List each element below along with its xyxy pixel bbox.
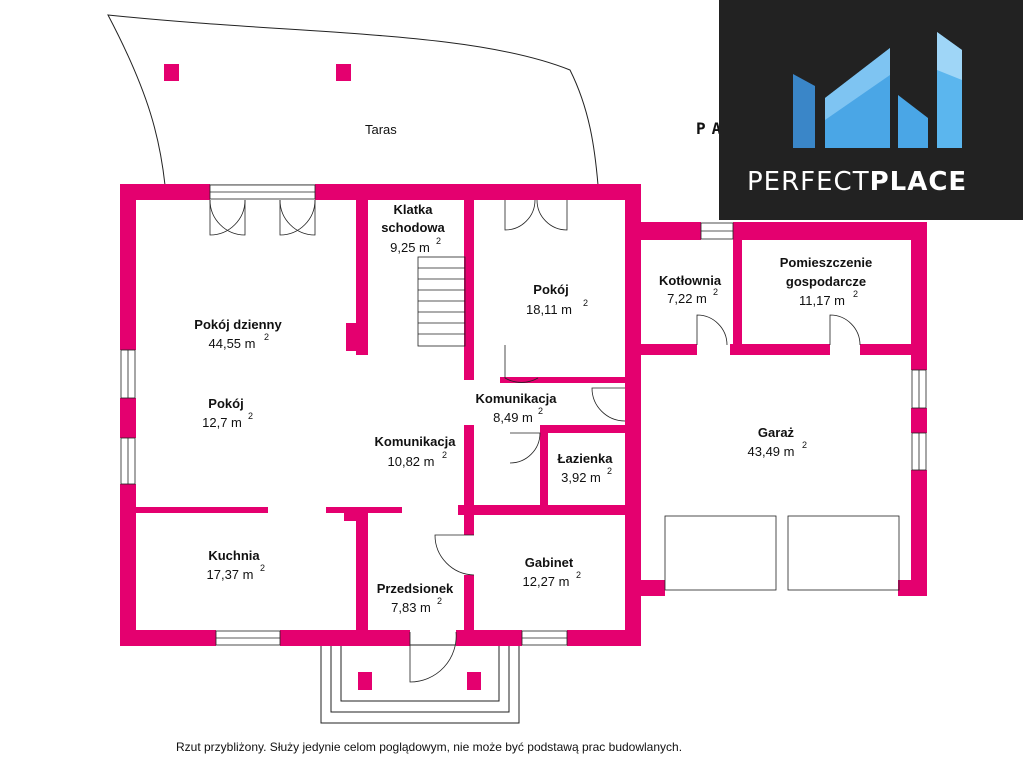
- door-swing-icon: [696, 314, 728, 346]
- door-swing-icon: [509, 432, 541, 464]
- stairs-icon: [417, 256, 466, 347]
- room-area-komunikacja-1: 8,49 m: [493, 410, 533, 425]
- garage-door: [664, 515, 777, 591]
- room-area-dzienny: 44,55 m: [209, 336, 256, 351]
- room-name-komunikacja-1: Komunikacja: [476, 391, 558, 406]
- svg-text:2: 2: [442, 450, 447, 460]
- room-area-pokoj-lewy: 12,7 m: [202, 415, 242, 430]
- door-swing-icon: [434, 534, 475, 576]
- svg-text:2: 2: [260, 563, 265, 573]
- windows: [120, 184, 927, 646]
- svg-text:2: 2: [802, 440, 807, 450]
- disclaimer-text: Rzut przybliżony. Służy jedynie celom po…: [176, 740, 682, 754]
- walls: [120, 184, 927, 646]
- brand-logo: PERFECTPLACE: [719, 0, 1023, 220]
- room-name-lazienka: Łazienka: [558, 451, 614, 466]
- door-swing-icon: [591, 387, 626, 422]
- room-name-garaz: Garaż: [758, 425, 795, 440]
- terrace-label: Taras: [365, 122, 397, 137]
- brand-name-bold: PLACE: [870, 167, 968, 197]
- terrace-pillar: [336, 64, 351, 81]
- room-area-garaz: 43,49 m: [748, 444, 795, 459]
- room-area-lazienka: 3,92 m: [561, 470, 601, 485]
- svg-text:PERFECTPLACE: PERFECTPLACE: [747, 167, 967, 197]
- svg-text:2: 2: [607, 466, 612, 476]
- entrance-steps: [320, 644, 520, 724]
- door-swing-icon: [279, 199, 316, 236]
- svg-text:2: 2: [264, 332, 269, 342]
- room-name-kuchnia: Kuchnia: [208, 548, 260, 563]
- terrace-pillar: [164, 64, 179, 81]
- room-area-przedsionek: 7,83 m: [391, 600, 431, 615]
- door-swing-icon: [504, 199, 536, 231]
- room-name-pokoj-lewy: Pokój: [208, 396, 243, 411]
- svg-text:2: 2: [437, 596, 442, 606]
- room-name-gabinet: Gabinet: [525, 555, 574, 570]
- room-area-klatka: 9,25 m: [390, 240, 430, 255]
- door-swing-icon: [209, 199, 246, 236]
- room-area-komunikacja-2: 10,82 m: [388, 454, 435, 469]
- room-labels: Klatka schodowa 9,25 m 2 Pokój 18,11 m 2…: [194, 202, 872, 615]
- brand-name-light: PERFECT: [747, 167, 870, 197]
- room-name-przedsionek: Przedsionek: [377, 581, 454, 596]
- room-area-pokoj-gora: 18,11 m: [526, 302, 572, 317]
- door-swing-icon: [409, 631, 457, 683]
- svg-text:2: 2: [576, 570, 581, 580]
- svg-text:2: 2: [583, 298, 588, 308]
- room-name-komunikacja-2: Komunikacja: [375, 434, 457, 449]
- door-swing-icon: [829, 314, 861, 346]
- svg-text:2: 2: [248, 411, 253, 421]
- logo-mark-icon: [793, 32, 962, 148]
- terrace: Taras: [107, 14, 599, 186]
- room-name-pokoj-gora: Pokój: [533, 282, 568, 297]
- room-name-dzienny: Pokój dzienny: [194, 317, 282, 332]
- room-name-gospodarcze-2: gospodarcze: [786, 274, 866, 289]
- doors: [209, 199, 900, 683]
- door-swing-icon: [504, 345, 539, 383]
- room-area-kotlownia: 7,22 m: [667, 291, 707, 306]
- svg-text:2: 2: [713, 287, 718, 297]
- svg-text:2: 2: [436, 236, 441, 246]
- room-area-gabinet: 12,27 m: [523, 574, 570, 589]
- room-name-klatka-2: schodowa: [381, 220, 445, 235]
- garage-door: [787, 515, 900, 591]
- svg-text:2: 2: [538, 406, 543, 416]
- room-area-gospodarcze: 11,17 m: [799, 293, 845, 308]
- room-area-kuchnia: 17,37 m: [207, 567, 254, 582]
- room-name-kotlownia: Kotłownia: [659, 273, 722, 288]
- room-name-gospodarcze: Pomieszczenie: [780, 255, 873, 270]
- svg-text:2: 2: [853, 289, 858, 299]
- room-name-klatka: Klatka: [393, 202, 433, 217]
